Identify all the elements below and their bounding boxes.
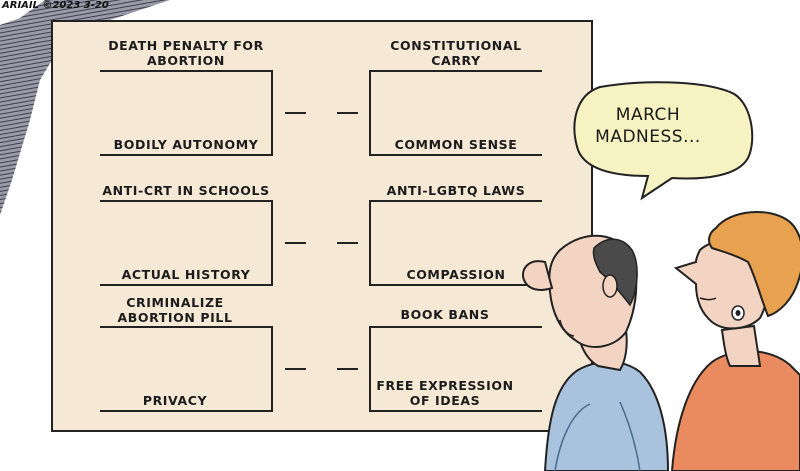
woman-figure [670, 211, 800, 471]
speech-bubble-text: MARCH MADNESS... [595, 105, 701, 147]
left-matchup-2-top: ANTI-CRT IN SCHOOLS [102, 183, 270, 198]
left-matchup-1-top: DEATH PENALTY FOR ABORTION [108, 38, 264, 68]
speech-bubble [573, 81, 754, 201]
left-matchup-2-bottom: ACTUAL HISTORY [121, 267, 251, 282]
right-matchup-1-bottom: COMMON SENSE [394, 137, 518, 152]
artist-signature: ARIAIL ©2023 3-20 [2, 0, 109, 11]
right-matchup-3-top: BOOK BANS [400, 307, 490, 322]
left-matchup-3-top: CRIMINALIZE ABORTION PILL [117, 295, 233, 325]
wall-shadow [0, 0, 170, 215]
right-matchup-2-top: ANTI-LGBTQ LAWS [386, 183, 526, 198]
left-matchup-3-bottom: PRIVACY [142, 393, 208, 408]
right-matchup-3-bottom: FREE EXPRESSION OF IDEAS [376, 378, 514, 408]
man-figure [522, 234, 670, 471]
left-matchup-1-bottom: BODILY AUTONOMY [113, 137, 259, 152]
left-bracket-lines [100, 70, 306, 412]
right-bracket-lines [337, 70, 542, 412]
right-matchup-1-top: CONSTITUTIONAL CARRY [390, 38, 522, 68]
right-matchup-2-bottom: COMPASSION [406, 267, 506, 282]
bracket-poster [51, 20, 593, 432]
